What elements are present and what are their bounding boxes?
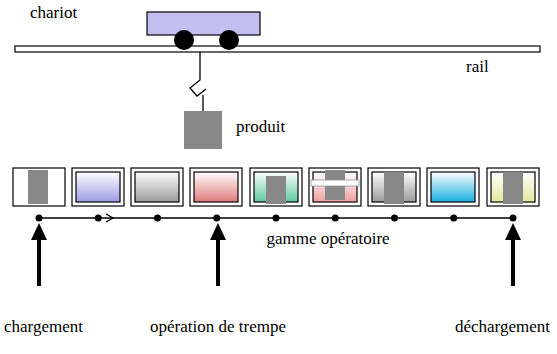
route-dot xyxy=(273,215,280,222)
route-dot xyxy=(510,215,517,222)
tank-row xyxy=(13,168,539,206)
hook xyxy=(190,52,206,96)
wheel xyxy=(174,30,194,50)
hook-wire xyxy=(202,95,203,112)
trolley-label: chariot xyxy=(30,4,77,23)
route-label: gamme opératoire xyxy=(266,230,389,249)
products-in-tanks xyxy=(28,170,523,204)
route-arrow xyxy=(106,214,113,222)
product-label: produit xyxy=(236,118,285,137)
trolley xyxy=(147,12,260,35)
station-label: opération de trempe xyxy=(150,318,286,337)
route-dot xyxy=(332,215,339,222)
station-label: déchargement xyxy=(455,318,550,337)
route-dot xyxy=(36,215,43,222)
rail xyxy=(15,46,540,52)
product xyxy=(184,111,222,149)
route-dot xyxy=(154,215,161,222)
station-label: chargement xyxy=(4,318,83,337)
route-dot xyxy=(213,215,220,222)
route-dot xyxy=(391,215,398,222)
wheel xyxy=(219,30,239,50)
route-dots xyxy=(36,215,517,222)
route-dot xyxy=(450,215,457,222)
route-dot xyxy=(95,215,102,222)
lifted-bar xyxy=(311,180,359,186)
pointer-arrows xyxy=(31,223,521,286)
rail-label: rail xyxy=(466,58,489,77)
